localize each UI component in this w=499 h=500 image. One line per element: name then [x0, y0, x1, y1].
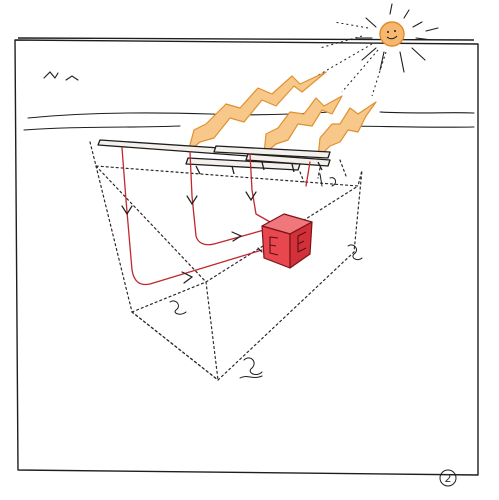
energy-storage-cube-icon — [261, 213, 313, 269]
energy-line-3 — [249, 153, 271, 223]
building-outline — [89, 141, 363, 381]
energy-line-1 — [121, 147, 263, 286]
cube-side — [289, 221, 313, 269]
cube-front — [261, 225, 291, 269]
birds-icon — [43, 71, 79, 81]
energy-line-2 — [189, 151, 265, 246]
solar-panel-3 — [245, 153, 331, 167]
support-scribbles — [169, 173, 363, 379]
solar-panel-4 — [213, 145, 331, 159]
page-number: 2 — [439, 469, 457, 487]
flow-arrows — [121, 191, 263, 284]
solar-panels — [97, 139, 331, 175]
page-number-circle — [439, 469, 457, 487]
sun-icon — [309, 3, 439, 97]
energy-line-4 — [305, 161, 311, 187]
energy-flow-lines — [121, 147, 311, 286]
page-number-label: 2 — [445, 472, 452, 485]
